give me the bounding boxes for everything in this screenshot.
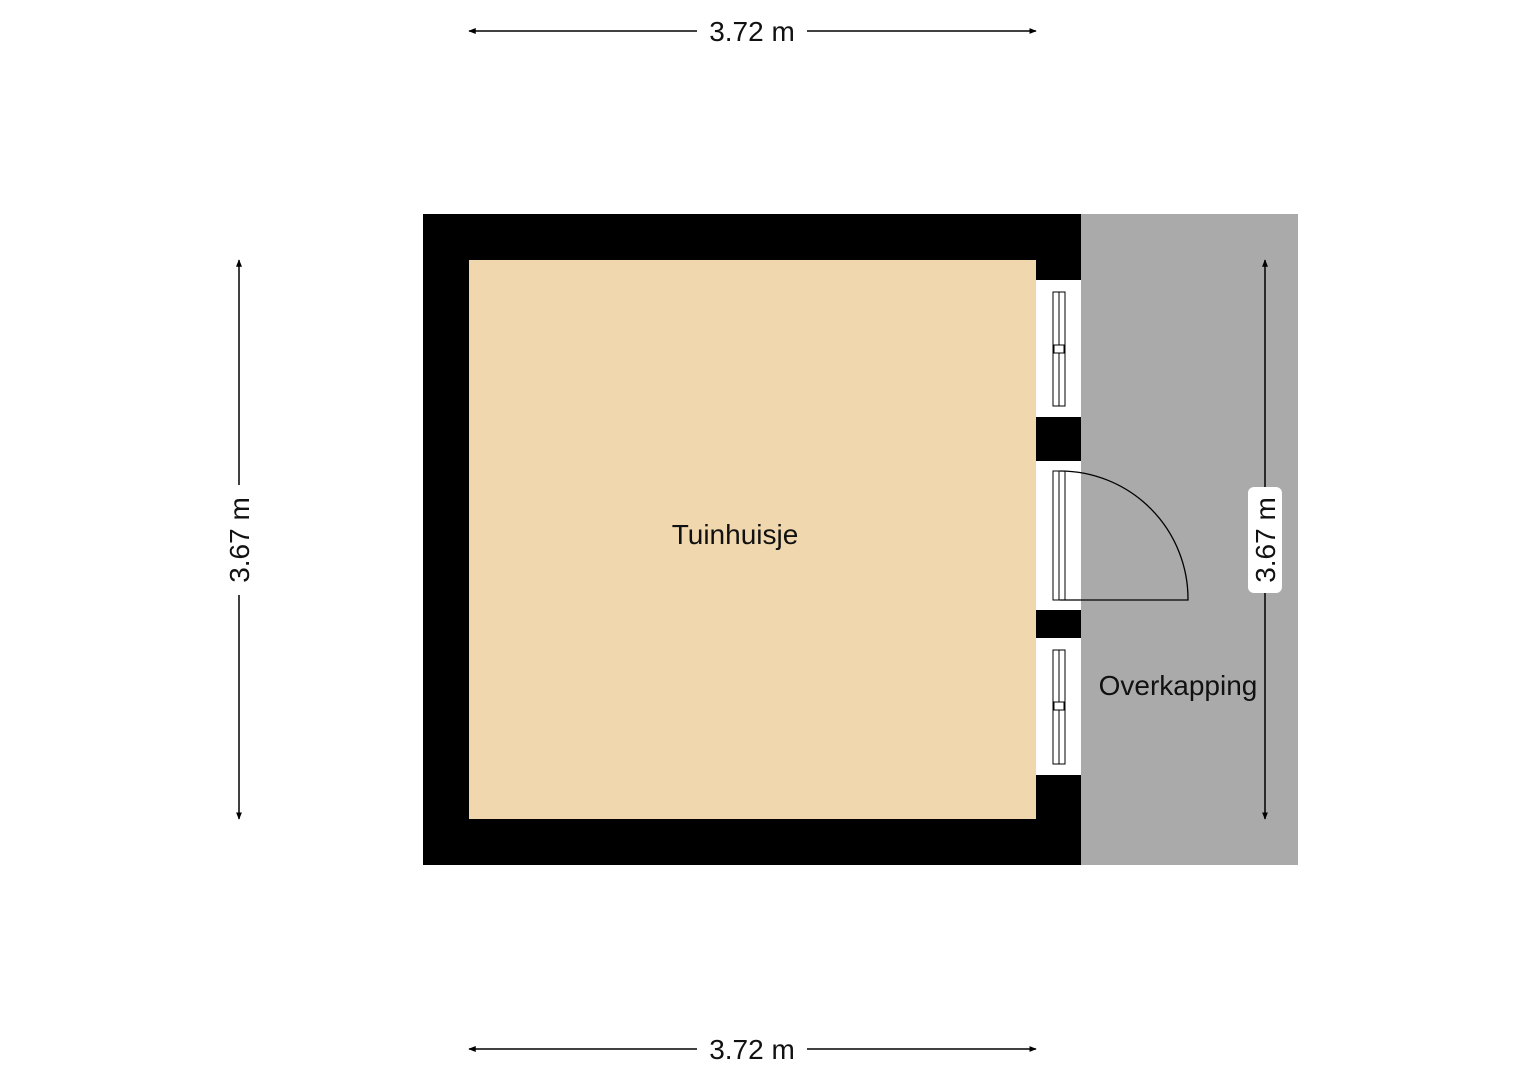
- tuinhuisje-floor: [469, 260, 1036, 819]
- room-label-overkapping: Overkapping: [1099, 670, 1258, 701]
- window-bottom: [1036, 638, 1081, 775]
- dimension-top: 3.72 m: [468, 16, 1037, 47]
- dimension-bottom: 3.72 m: [468, 1034, 1037, 1065]
- dimension-right: 3.67 m: [1248, 259, 1282, 820]
- dimension-left: 3.67 m: [224, 259, 255, 820]
- dimension-right-label: 3.67 m: [1250, 497, 1281, 583]
- dimension-left-label: 3.67 m: [224, 497, 255, 583]
- window-top: [1036, 280, 1081, 417]
- dimension-bottom-label: 3.72 m: [709, 1034, 795, 1065]
- door: [1036, 461, 1189, 610]
- dimension-top-label: 3.72 m: [709, 16, 795, 47]
- room-label-tuinhuisje: Tuinhuisje: [672, 519, 799, 550]
